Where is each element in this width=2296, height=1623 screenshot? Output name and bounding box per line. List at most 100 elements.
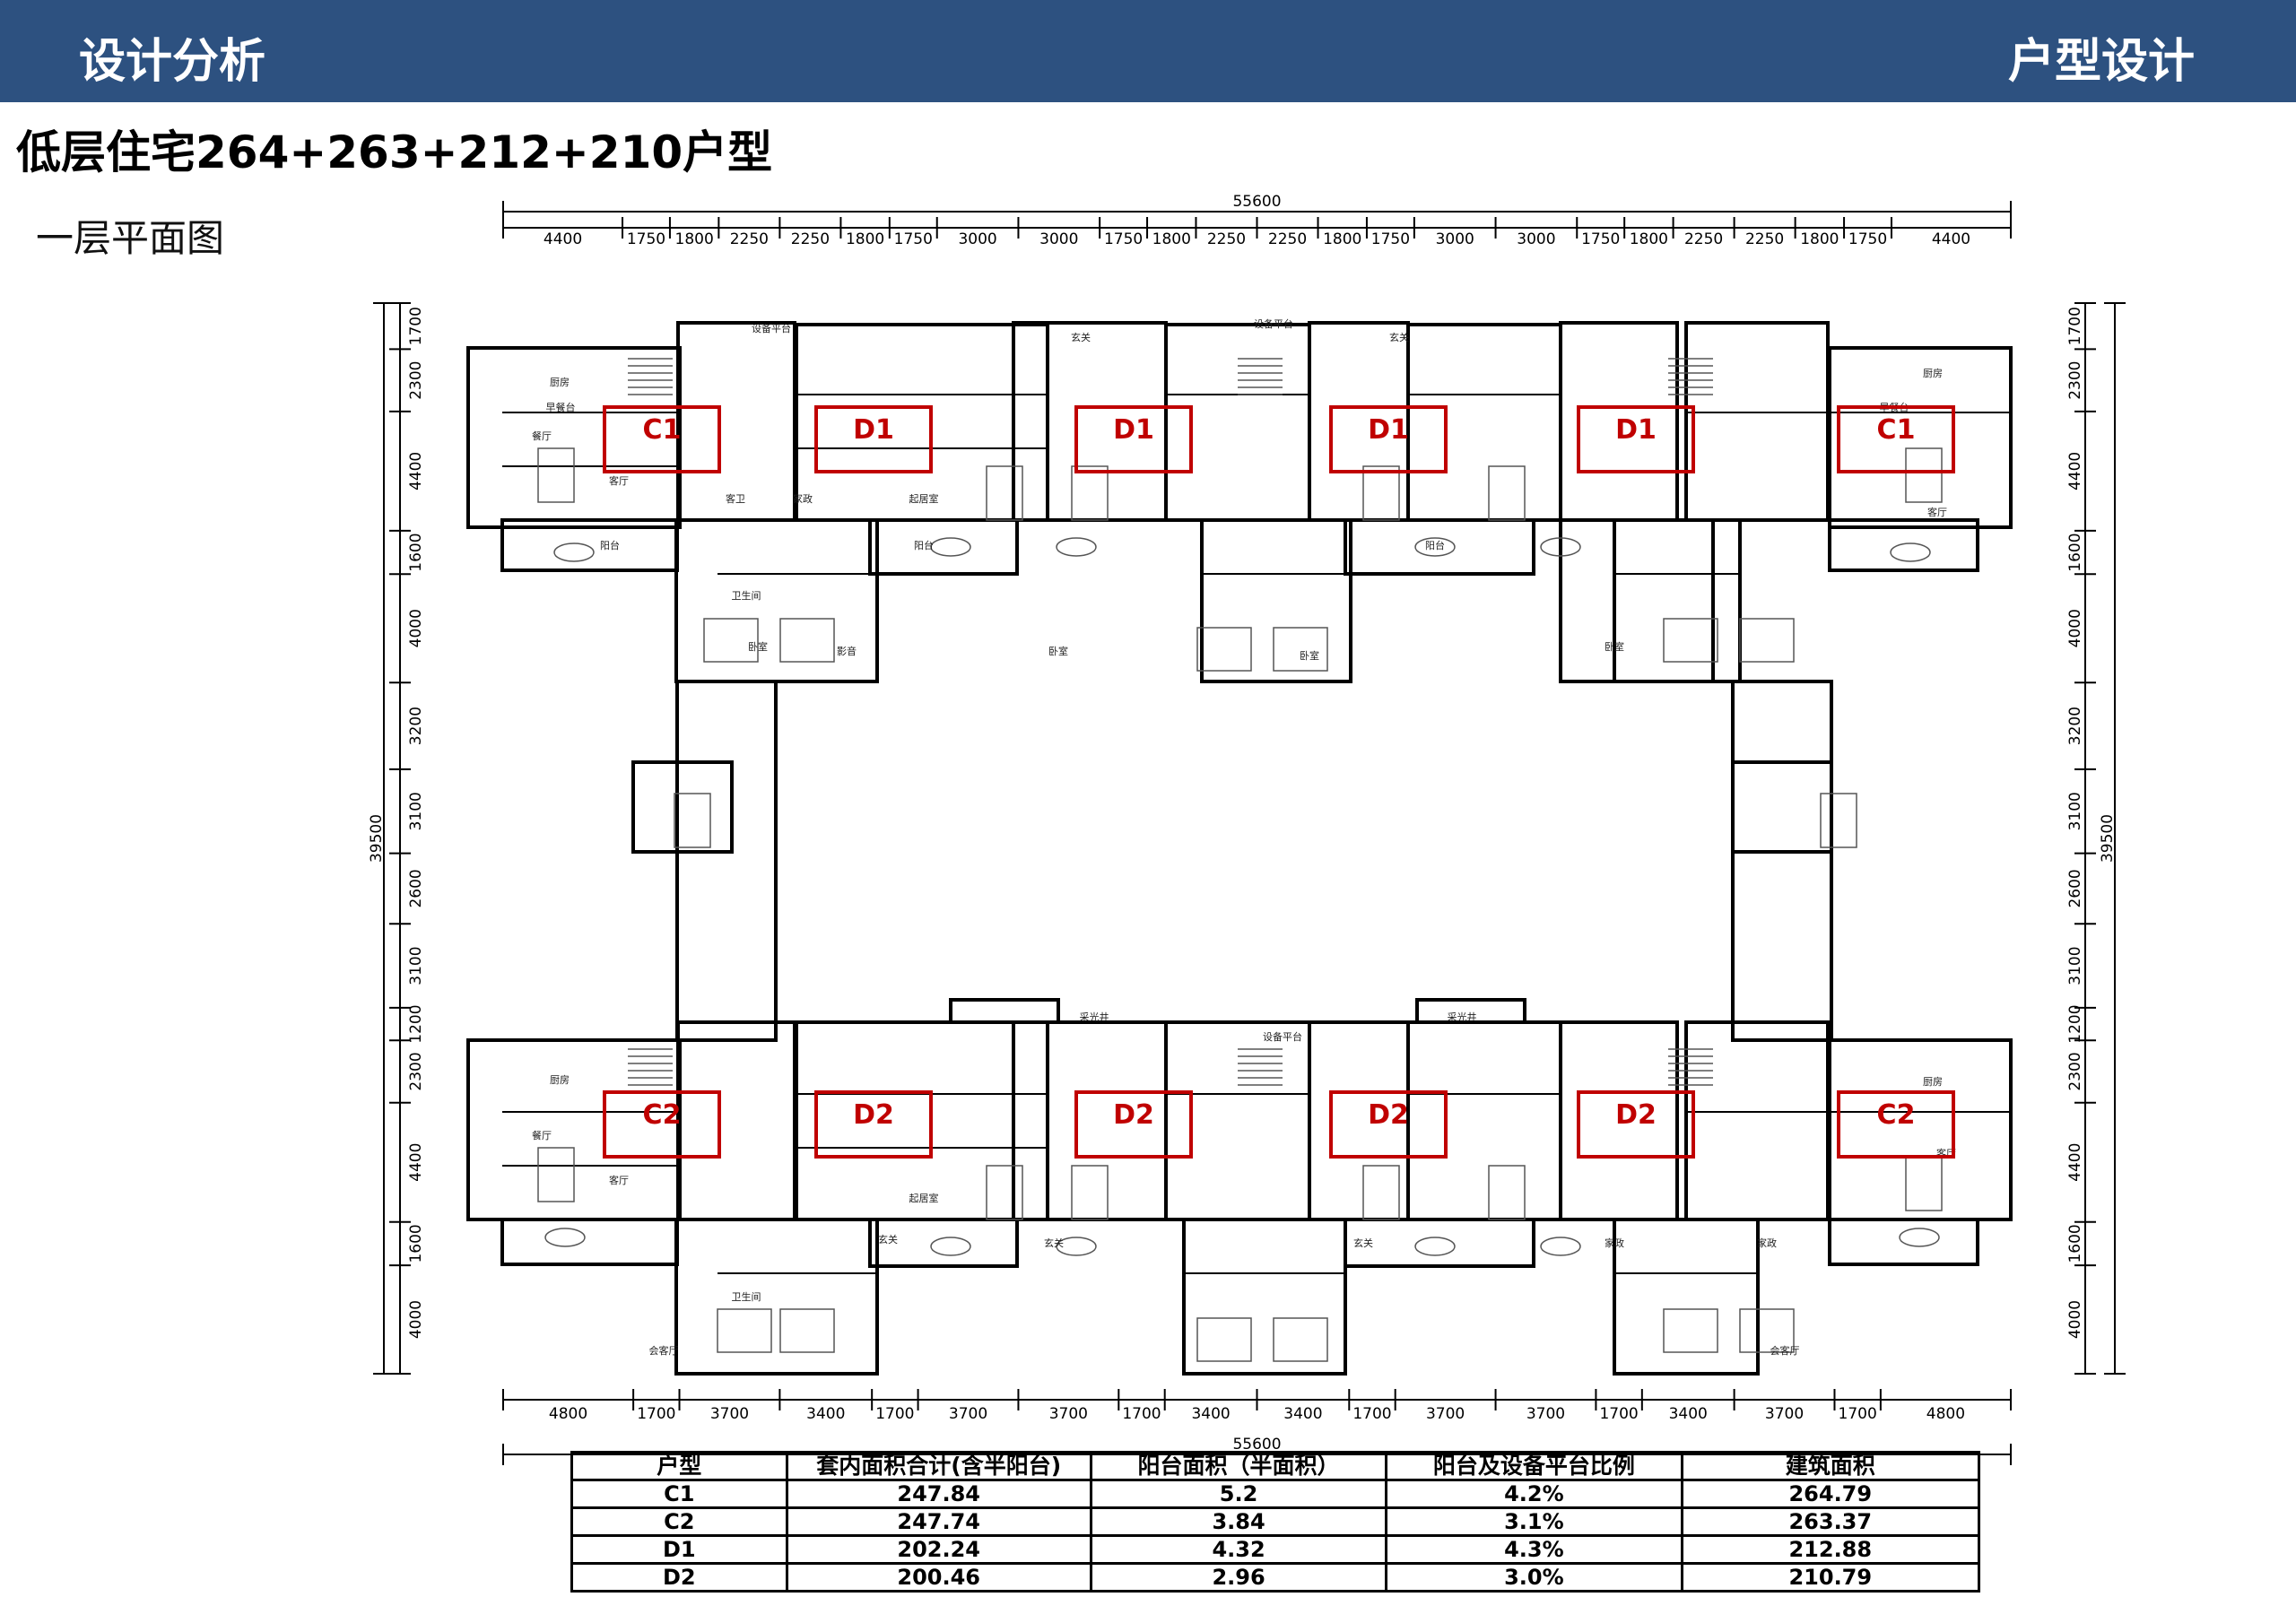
dimension-label: 3000 [958, 230, 996, 248]
room-label: 餐厅 [532, 430, 552, 442]
bathroom-fixture-symbol [1414, 537, 1456, 557]
dimension-label: 2250 [1684, 230, 1723, 248]
dimension-label: 1700 [2066, 307, 2084, 345]
dimension-label: 3700 [1049, 1405, 1088, 1423]
wall-outline [1613, 1218, 1760, 1376]
section-title: 设计分析 [79, 35, 266, 89]
dimension-label: 1700 [1599, 1405, 1638, 1423]
room-label: 卫生间 [732, 589, 761, 602]
dimension-label: 1800 [675, 230, 714, 248]
wall-outline [1828, 1218, 1979, 1266]
wall-outline [631, 760, 734, 854]
wall-outline [1415, 998, 1526, 1024]
unit-highlight-box: C2 [1837, 1090, 1955, 1159]
room-label: 玄关 [1044, 1237, 1064, 1249]
wall-outline [1344, 1218, 1535, 1268]
dining-table-symbol [1071, 465, 1109, 521]
bathroom-fixture-symbol [553, 542, 595, 562]
table-cell: 3.0% [1385, 1562, 1683, 1593]
room-label: 客卫 [726, 492, 745, 505]
wall-outlines [466, 321, 2013, 1376]
bathroom-fixture-symbol [544, 1228, 586, 1247]
wall-outline [1731, 760, 1833, 854]
room-label: 卫生间 [732, 1290, 761, 1303]
wall-outline [1684, 1020, 1830, 1221]
table-cell: 200.46 [785, 1562, 1092, 1593]
dimension-label: 2250 [730, 230, 769, 248]
unit-highlight-box: D1 [1074, 405, 1193, 473]
table-cell: 212.88 [1680, 1534, 1981, 1565]
wall-outline [1828, 518, 1979, 572]
dimension-label: 1700 [1352, 1405, 1391, 1423]
wall-outline [1731, 680, 1833, 1042]
bed-symbol [1273, 627, 1328, 672]
table-cell: 4.3% [1385, 1534, 1683, 1565]
bed-symbol [779, 1308, 835, 1353]
dimension-label: 1200 [2066, 1004, 2084, 1043]
table-cell: 4.2% [1385, 1479, 1683, 1509]
page-title: 低层住宅264+263+212+210户型 [16, 126, 773, 178]
dining-table-symbol [986, 465, 1023, 521]
dimension-label: 3100 [2066, 946, 2084, 985]
wall-outline [868, 518, 1019, 576]
wall-outline [1559, 518, 1715, 683]
unit-type-label: C1 [1876, 414, 1916, 446]
dimension-label: 4000 [407, 609, 425, 647]
dining-table-symbol [1071, 1165, 1109, 1220]
dimension-label: 4800 [1926, 1405, 1965, 1423]
room-label: 起居室 [909, 1192, 939, 1204]
header-banner: 设计分析 户型设计 [0, 0, 2296, 102]
bathroom-fixture-symbol [1540, 1237, 1581, 1256]
col-header-type: 户型 [570, 1451, 788, 1481]
overall-dimension-label: 55600 [1232, 1436, 1281, 1454]
dimension-label: 4000 [407, 1300, 425, 1339]
dimension-label: 3200 [407, 707, 425, 745]
unit-highlight-box: C1 [1837, 405, 1955, 473]
wall-outline [868, 1218, 1019, 1268]
unit-highlight-box: D1 [814, 405, 933, 473]
dimension-label: 2250 [791, 230, 830, 248]
room-label: 卧室 [1300, 649, 1319, 662]
room-labels: 厨房餐厅客厅起居室卫生间玄关设备平台阳台家政客卫影音卧室卧室卧室卧室玄关设备平台… [532, 317, 1956, 1357]
room-label: 起居室 [909, 492, 939, 505]
room-label: 客厅 [609, 474, 629, 487]
dimension-label: 1700 [1122, 1405, 1161, 1423]
dining-table-symbol [1820, 793, 1857, 848]
bed-symbol [779, 618, 835, 663]
dimension-label: 1800 [1630, 230, 1668, 248]
room-label: 客厅 [609, 1174, 629, 1186]
col-header-balcony-area: 阳台面积（半面积） [1089, 1451, 1388, 1481]
section-subtitle: 户型设计 [2007, 35, 2195, 89]
dining-table-symbol [537, 1147, 575, 1202]
room-label: 影音 [837, 645, 857, 657]
table-cell: D1 [570, 1534, 788, 1565]
dimension-label: 1750 [894, 230, 933, 248]
unit-type-label: D2 [1615, 1099, 1657, 1131]
wall-outline [1182, 1218, 1347, 1376]
room-label: 玄关 [1353, 1237, 1373, 1249]
table-cell: 5.2 [1089, 1479, 1388, 1509]
room-label: 会客厅 [649, 1344, 679, 1357]
dimension-label: 1800 [1800, 230, 1839, 248]
table-cell: 264.79 [1680, 1479, 1981, 1509]
dimension-label: 3000 [1436, 230, 1474, 248]
dimension-label: 3400 [1283, 1405, 1322, 1423]
unit-type-label: C1 [642, 414, 682, 446]
table-cell: C2 [570, 1506, 788, 1537]
dimension-label: 4400 [2066, 1143, 2084, 1182]
dimension-label: 1600 [2066, 533, 2084, 571]
room-label: 客厅 [1927, 506, 1947, 518]
wall-outline [1684, 321, 1830, 522]
bed-symbol [1663, 618, 1718, 663]
dining-table-symbol [1362, 1165, 1400, 1220]
dimension-label: 1600 [407, 1224, 425, 1263]
dimension-label: 1600 [2066, 1224, 2084, 1263]
wall-outline [1828, 346, 2013, 529]
dining-table-symbol [1362, 465, 1400, 521]
bed-symbol [1739, 1308, 1795, 1353]
bathroom-fixture-symbol [1899, 1228, 1940, 1247]
col-header-building-area: 建筑面积 [1680, 1451, 1981, 1481]
